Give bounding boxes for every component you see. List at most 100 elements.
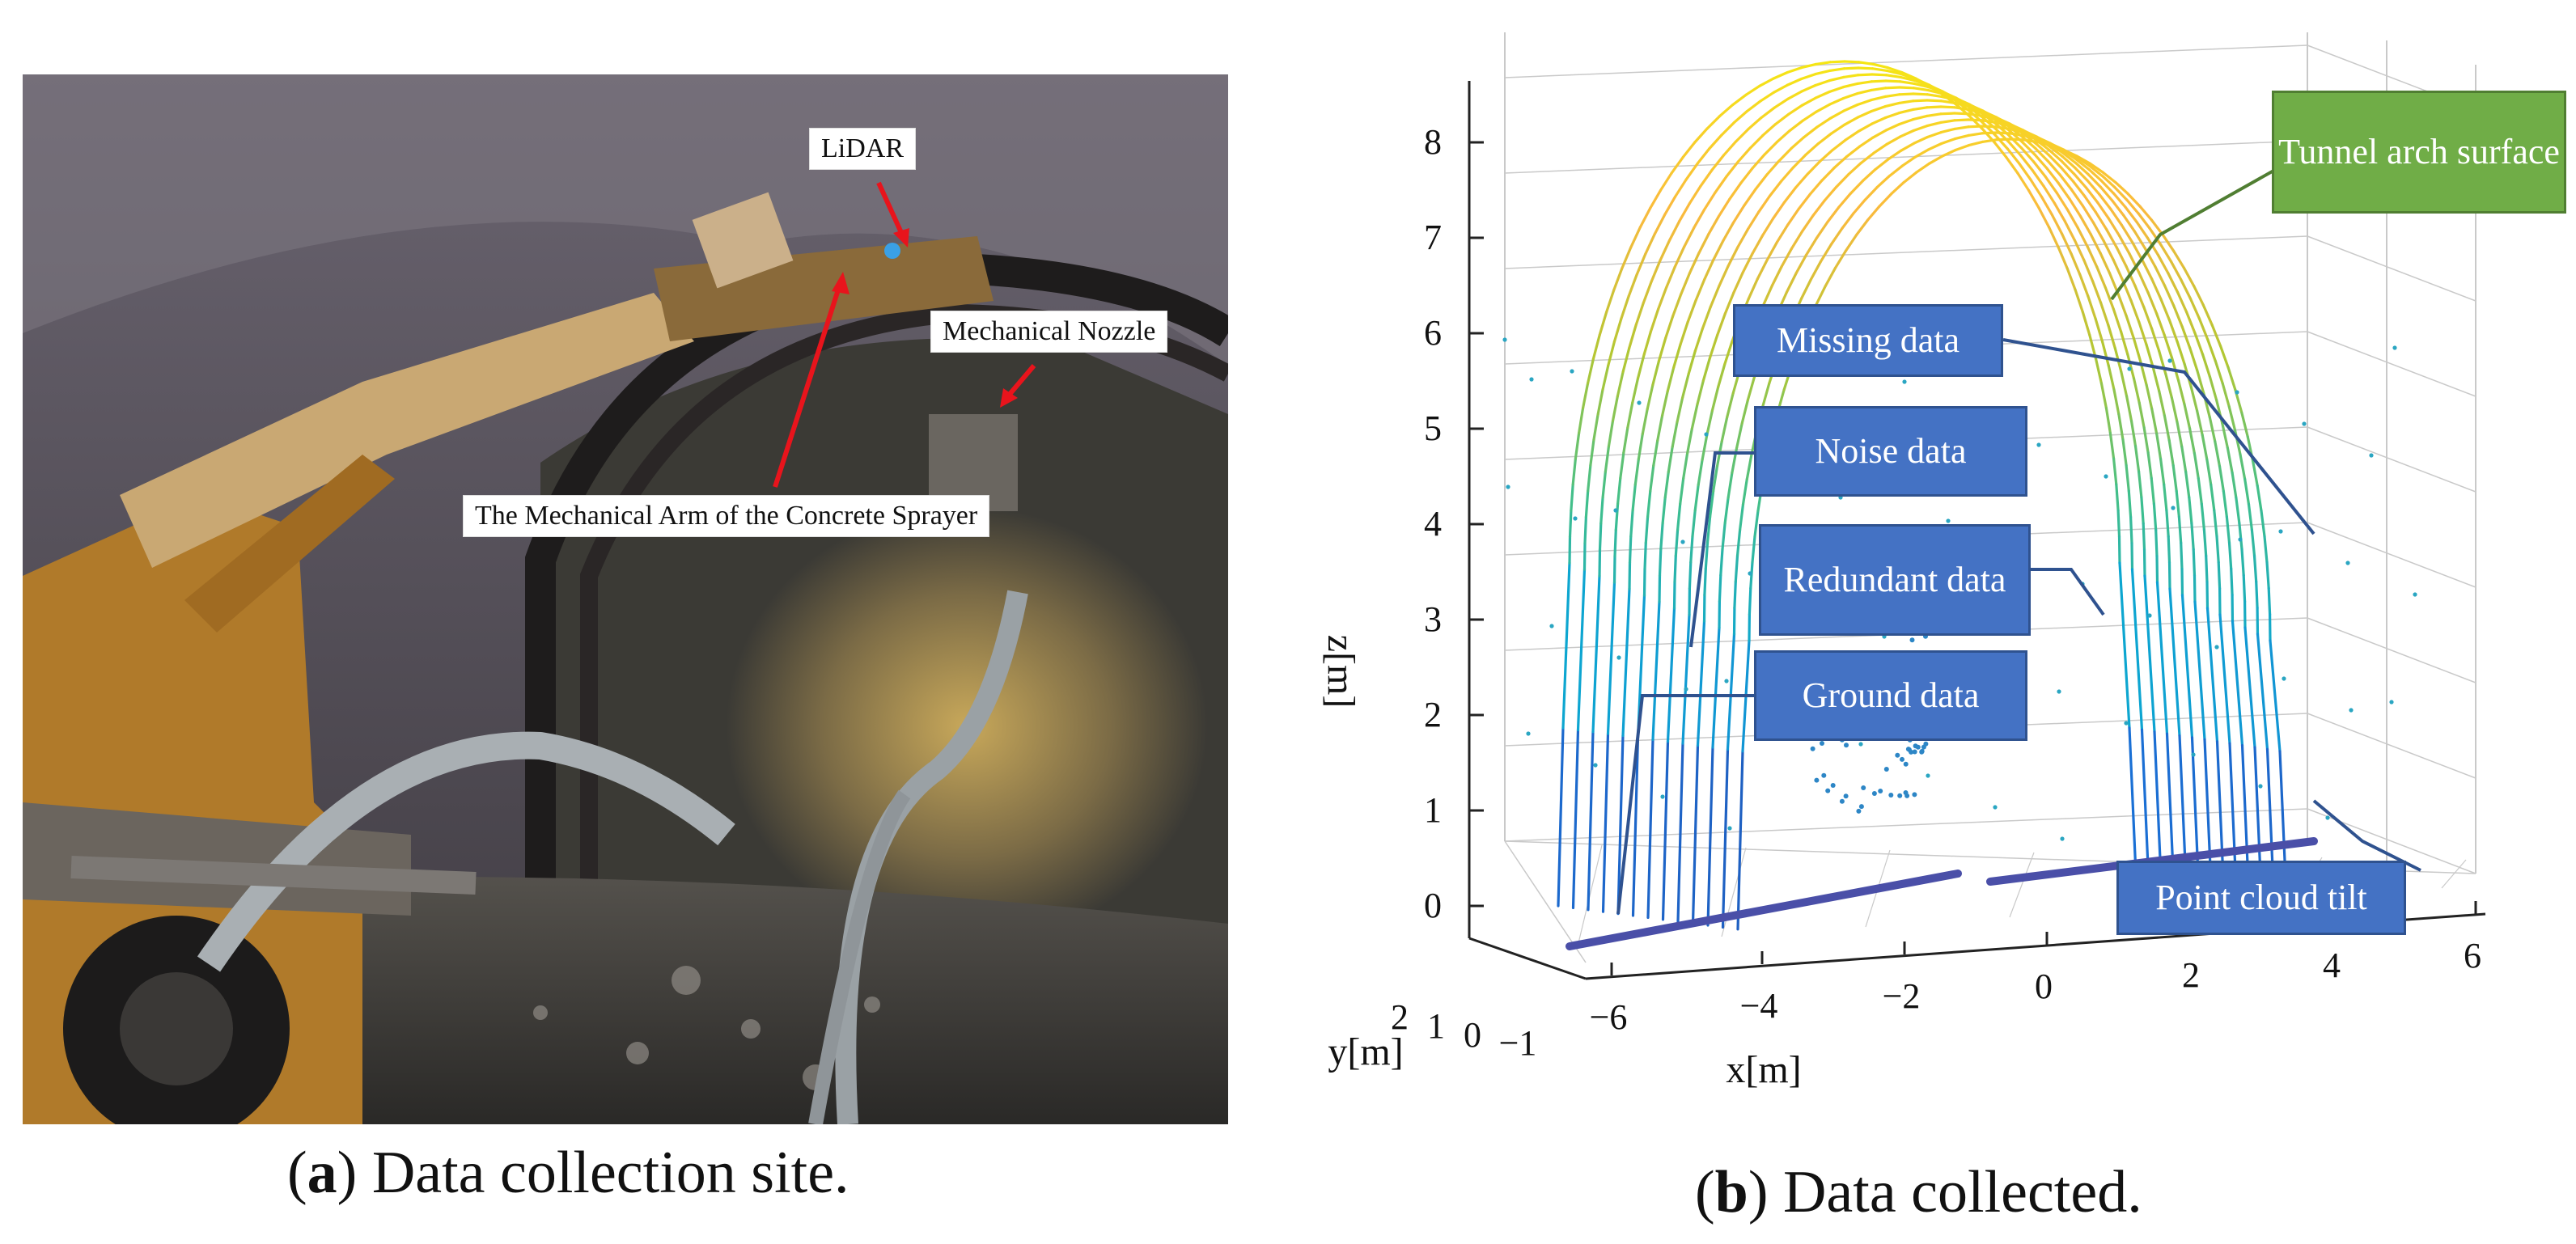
arch-ring-segment [2007,133,2023,150]
arch-ring-segment [2201,353,2212,379]
arch-ring-segment [2125,463,2130,493]
arch-ring-segment [2188,297,2201,320]
arch-ring-segment [2250,528,2256,557]
arch-ring-segment [1644,515,1650,544]
noise-point [2036,442,2041,447]
arch-ring-segment [2176,340,2186,366]
arch-ring-segment [2060,232,2073,256]
arch-ring-segment [2180,278,2193,300]
arch-ring-segment [1657,336,1667,363]
arch-ring-segment [2006,147,2021,165]
arch-ring-segment [2137,320,2148,346]
arch-ring-segment [1657,286,1668,311]
arch-ring-segment [1897,99,1915,105]
arch-ring-segment [2242,573,2247,603]
arch-ring-segment [2108,431,2116,460]
arch-ring-segment [1693,327,1705,353]
arch-ring-segment [2142,306,2154,330]
arch-ring-segment [1646,738,1654,920]
arch-ring-segment [2247,502,2254,531]
arch-ring-segment [1607,419,1615,448]
arch-ring-segment [2188,427,2197,455]
arch-ring-segment [1676,742,1684,923]
arch-ring-segment [2119,330,2129,357]
arch-ring-segment [2104,227,2118,249]
arch-ring-segment [1587,730,1595,912]
arch-ring-segment [1828,60,1846,64]
redundant-point [1888,793,1894,798]
arch-ring-segment [2193,285,2205,307]
arch-ring-segment [2128,252,2141,274]
arch-ring-segment [2221,422,2230,450]
arch-ring-segment [2099,252,2112,275]
arch-ring-segment [2096,201,2111,220]
arch-ring-segment [1775,223,1790,243]
arch-ring-segment [1863,186,1879,201]
arch-ring-segment [2075,154,2092,165]
arch-ring-segment [2044,175,2058,194]
arch-ring-segment [2146,291,2159,315]
arch-ring-segment [2167,438,2175,468]
arch-ring-segment [2032,160,2047,178]
arch-ring-segment [2065,208,2079,230]
noise-point [1549,624,1554,628]
arch-ring-segment [2112,258,2125,281]
arch-ring-segment [1954,98,1971,107]
redundant-point [1814,777,1820,783]
arch-ring-segment [2087,294,2097,320]
arch-ring-segment [1681,141,1697,159]
arch-ring-segment [2125,314,2135,340]
arch-ring-segment [1673,178,1688,198]
arch-ring-segment [1604,444,1611,473]
arch-ring-segment [1614,502,1620,531]
z-tick-label: 3 [1424,599,1442,639]
arch-ring-segment [2132,336,2142,363]
arch-ring-segment [1644,232,1656,256]
arch-ring-segment [1874,158,1890,171]
noise-point [2282,676,2286,681]
noise-point [1902,379,1907,384]
arch-ring-segment [1646,383,1654,411]
arch-ring-segment [2150,408,2159,435]
arch-ring-segment [2086,179,2101,196]
arch-ring-segment [1678,201,1692,223]
arch-ring-segment [2104,406,2112,435]
arch-ring-segment [2036,140,2053,147]
arch-ring-segment [1701,306,1712,330]
arch-ring-segment [1641,408,1649,435]
arch-ring-segment [2154,312,2166,336]
arch-ring-segment [1856,88,1873,95]
arch-ring-segment [1855,218,1870,236]
arch-ring-segment [1751,153,1766,170]
redundant-point [1903,761,1909,767]
arch-ring-segment [1994,138,2011,142]
arch-ring-segment [1591,574,1601,734]
arch-ring-segment [2022,138,2039,143]
arch-ring-segment [2193,600,2206,742]
arch-ring-segment [1967,140,1984,147]
arch-ring-segment [1738,502,1745,531]
arch-ring-segment [1612,267,1624,291]
arch-ring-segment [1611,395,1619,422]
arch-ring-segment [1760,106,1776,120]
arch-ring-segment [2167,535,2171,565]
arch-ring-segment [2082,194,2097,214]
arch-ring-segment [2171,249,2186,269]
arch-ring-segment [2057,246,2069,270]
noise-point [2171,506,2176,510]
arch-ring-segment [2120,223,2134,243]
arch-ring-segment [2112,457,2118,486]
arch-ring-segment [2170,396,2179,424]
arch-ring-segment [1871,116,1888,125]
arch-ring-segment [1696,620,1706,747]
arch-ring-segment [1616,476,1622,506]
arch-ring-segment [2027,188,2041,210]
z-axis-label: z[m] [1320,635,1362,709]
caption-b-letter: b [1714,1159,1748,1225]
arch-ring-segment [1871,73,1888,77]
arch-ring-segment [1746,375,1756,402]
arch-ring-segment [1712,239,1725,261]
caption-b: (b) Data collected. [1695,1159,2142,1225]
arch-ring-segment [2197,317,2210,341]
